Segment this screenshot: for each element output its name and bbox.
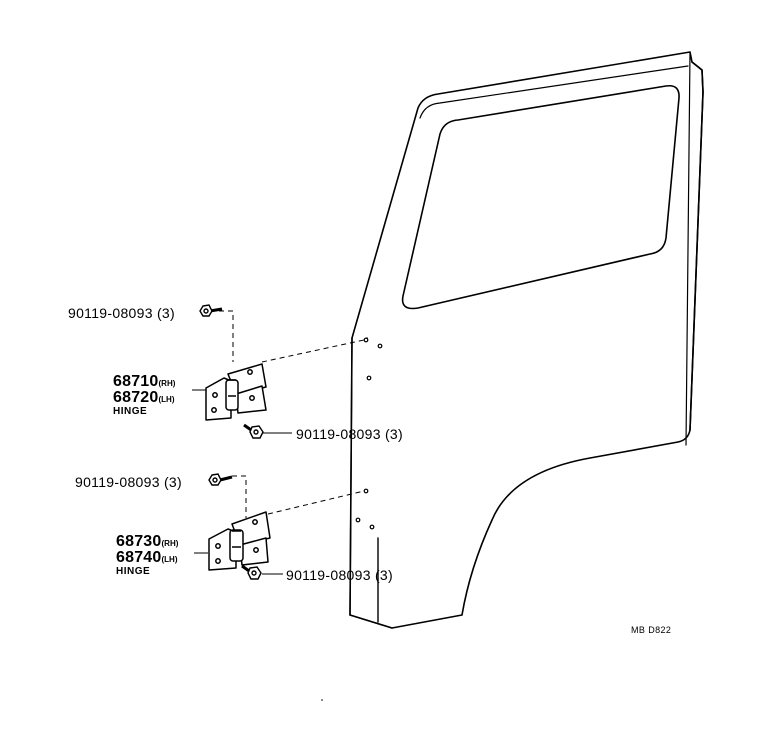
lower-hinge-label-rh: 68730(RH) [116, 534, 178, 550]
leader-upper-bolt [219, 310, 234, 362]
lower-hinge-label-lh: 68740(LH) [116, 550, 178, 566]
leader-lower-hinge [267, 490, 365, 515]
mount-hole [377, 343, 383, 349]
mount-hole [363, 337, 369, 343]
part-number: 68720 [113, 389, 159, 406]
upper-hinge [205, 363, 267, 421]
figure-code: MB D822 [631, 625, 672, 635]
callout-lower-bolt-bottom: 90119-08093 (3) [286, 567, 393, 583]
part-number: 68740 [116, 549, 162, 566]
side-suffix: (RH) [161, 539, 179, 548]
scan-speck [366, 337, 368, 339]
side-suffix: (RH) [158, 379, 176, 388]
door-edge [689, 61, 704, 431]
door-front-edge [349, 337, 353, 616]
upper-hinge-label-rh: 68710(RH) [113, 374, 175, 390]
upper-hinge-name: HINGE [113, 406, 148, 417]
door-window [401, 84, 680, 310]
callout-upper-bolt-bottom: 90119-08093 (3) [296, 426, 403, 442]
door-frame-inner [419, 65, 689, 119]
side-suffix: (LH) [161, 555, 178, 564]
scan-speck [321, 699, 323, 701]
upper-hinge-label-lh: 68720(LH) [113, 390, 175, 406]
callout-lower-bolt-top: 90119-08093 (3) [75, 474, 182, 490]
mount-hole [355, 517, 361, 523]
leader-lower-bolt [232, 475, 247, 518]
mount-hole [369, 524, 375, 530]
part-number: 68730 [116, 533, 162, 550]
part-number: 68710 [113, 373, 159, 390]
mount-hole [363, 488, 369, 494]
bolt-lower-bottom [241, 564, 262, 580]
mount-hole [366, 375, 372, 381]
bolt-lower-top [208, 473, 233, 486]
lower-hinge-name: HINGE [116, 566, 151, 577]
bolt-upper-top [199, 304, 223, 317]
lower-hinge [208, 511, 271, 571]
side-suffix: (LH) [158, 395, 175, 404]
leader-upper-hinge [261, 339, 365, 363]
callout-upper-bolt-top: 90119-08093 (3) [68, 305, 175, 321]
bolt-upper-bottom [243, 423, 264, 439]
door-panel [349, 51, 704, 629]
